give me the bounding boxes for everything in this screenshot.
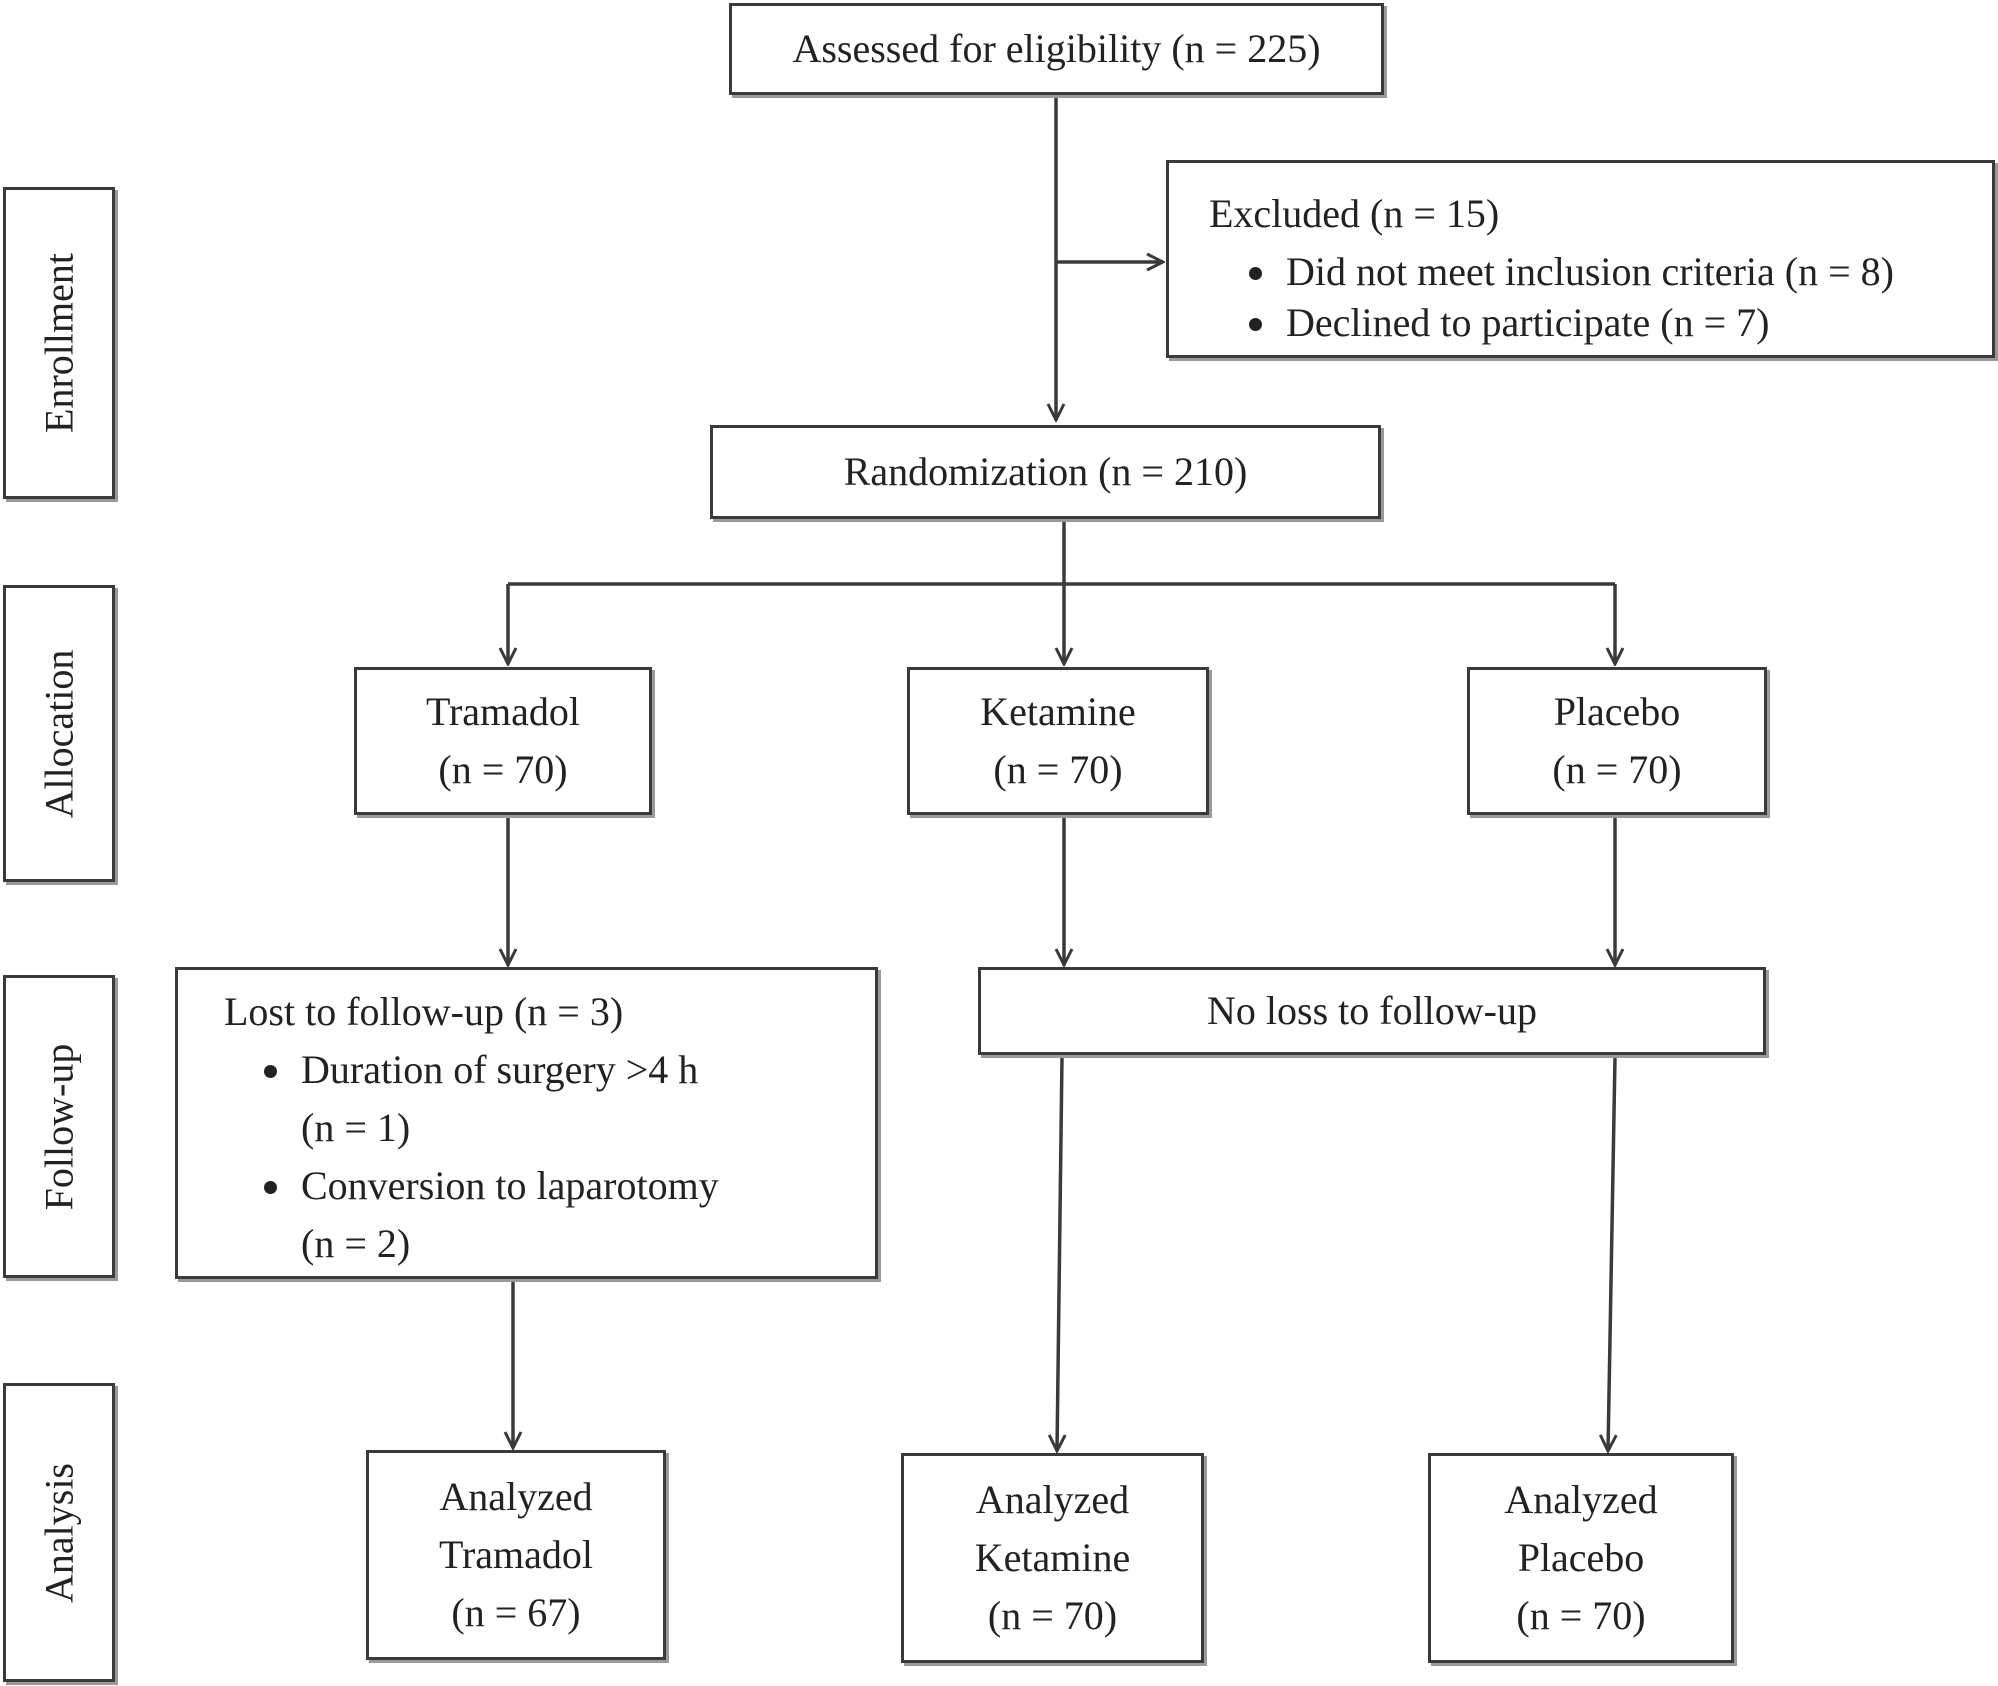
stage-allocation: Allocation <box>3 585 115 882</box>
analyzed-n: (n = 70) <box>1516 1593 1646 1638</box>
analyzed-name: Tramadol <box>438 1532 594 1577</box>
allocation-tramadol-box: Tramadol (n = 70) <box>354 667 652 815</box>
lost-item-n: (n = 2) <box>301 1221 411 1266</box>
allocation-n: (n = 70) <box>1552 747 1682 792</box>
excluded-item: Declined to participate (n = 7) <box>1249 294 1992 352</box>
analyzed-label: Analyzed <box>1504 1477 1658 1522</box>
allocation-n: (n = 70) <box>993 747 1123 792</box>
lost-followup-box: Lost to follow-up (n = 3) Duration of su… <box>175 967 878 1279</box>
excluded-title: Excluded (n = 15) <box>1209 191 1500 236</box>
randomization-box: Randomization (n = 210) <box>710 425 1381 519</box>
excluded-box: Excluded (n = 15) Did not meet inclusion… <box>1166 160 1995 358</box>
assessed-text: Assessed for eligibility (n = 225) <box>792 26 1321 71</box>
no-loss-text: No loss to follow-up <box>1207 988 1537 1033</box>
lost-item-label: Conversion to laparotomy <box>264 1157 875 1215</box>
arrow-noloss-to-analyzed-ketamine <box>1057 1056 1062 1451</box>
allocation-name: Ketamine <box>980 689 1136 734</box>
analyzed-n: (n = 70) <box>987 1593 1118 1638</box>
stage-followup: Follow-up <box>3 975 115 1278</box>
stage-enrollment-label: Enrollment <box>36 253 82 433</box>
allocation-ketamine-box: Ketamine (n = 70) <box>907 667 1209 815</box>
allocation-name: Tramadol <box>425 689 581 734</box>
allocation-name: Placebo <box>1553 689 1681 734</box>
lost-title: Lost to follow-up (n = 3) <box>224 989 624 1034</box>
stage-analysis-label: Analysis <box>36 1462 82 1603</box>
analyzed-ketamine-box: Analyzed Ketamine (n = 70) <box>901 1453 1204 1663</box>
stage-followup-label: Follow-up <box>36 1043 82 1210</box>
assessed-box: Assessed for eligibility (n = 225) <box>729 3 1384 95</box>
analyzed-label: Analyzed <box>975 1477 1130 1522</box>
stage-allocation-label: Allocation <box>36 649 82 818</box>
arrow-noloss-to-analyzed-placebo <box>1608 1056 1615 1451</box>
excluded-item: Did not meet inclusion criteria (n = 8) <box>1249 243 1992 301</box>
analyzed-n: (n = 67) <box>451 1590 581 1635</box>
stage-analysis: Analysis <box>3 1383 115 1682</box>
analyzed-name: Ketamine <box>974 1535 1131 1580</box>
allocation-n: (n = 70) <box>438 747 568 792</box>
lost-item-n: (n = 1) <box>301 1105 411 1150</box>
stage-enrollment: Enrollment <box>3 187 115 499</box>
randomization-text: Randomization (n = 210) <box>843 449 1248 494</box>
analyzed-label: Analyzed <box>439 1474 593 1519</box>
no-loss-box: No loss to follow-up <box>978 967 1766 1055</box>
analyzed-name: Placebo <box>1517 1535 1645 1580</box>
analyzed-placebo-box: Analyzed Placebo (n = 70) <box>1428 1453 1734 1663</box>
lost-item-label: Duration of surgery >4 h <box>264 1041 875 1099</box>
allocation-placebo-box: Placebo (n = 70) <box>1467 667 1767 815</box>
analyzed-tramadol-box: Analyzed Tramadol (n = 67) <box>366 1450 666 1660</box>
